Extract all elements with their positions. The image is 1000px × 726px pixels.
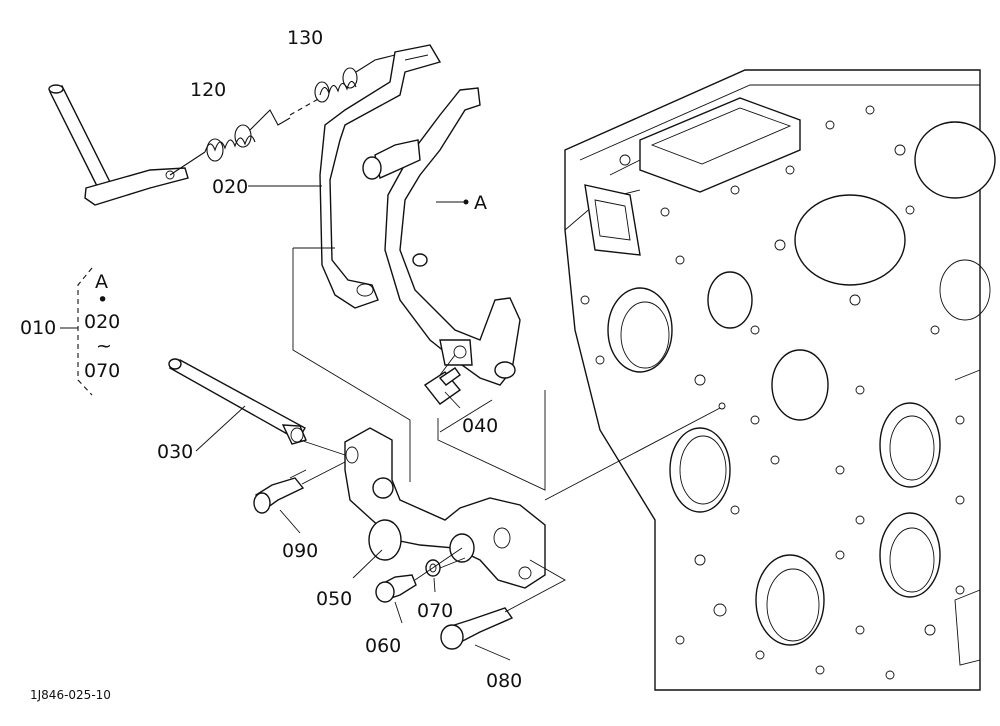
callout-040: 040: [462, 415, 498, 437]
callout-060: 060: [365, 635, 401, 657]
bracket-050: [344, 427, 546, 589]
callout-050: 050: [316, 588, 352, 610]
callout-090: 090: [282, 540, 318, 562]
callout-130: 130: [287, 27, 323, 49]
callout-020: 020: [212, 176, 248, 198]
engine-block: [564, 69, 996, 691]
callout-a: A: [474, 192, 487, 214]
callout-120: 120: [190, 79, 226, 101]
fork-lever-020: [319, 44, 442, 309]
fork-shaft-030: [168, 358, 307, 445]
bolt-080: [440, 607, 514, 650]
callout-080: 080: [486, 670, 522, 692]
bracket-line-tilde: ~: [96, 335, 112, 357]
bracket-line-020: 020: [84, 311, 120, 333]
assembly-guide-lines: [292, 247, 726, 613]
fork-lever-a: [362, 87, 521, 386]
bolt-040: [423, 367, 462, 405]
bolt-090: [253, 469, 307, 514]
callout-010: 010: [20, 317, 56, 339]
bracket-line-070: 070: [84, 360, 120, 382]
callout-leaders: [195, 185, 511, 661]
spring-130: [314, 54, 396, 103]
group-bracket-010: [60, 267, 93, 396]
bolt-060: [375, 574, 417, 603]
governor-lever-shaft: [48, 84, 189, 206]
spring-120: [169, 97, 321, 176]
callout-030: 030: [157, 441, 193, 463]
figure-code: 1J846-025-10: [30, 688, 111, 702]
callout-070: 070: [417, 600, 453, 622]
bracket-line-a: A: [95, 271, 108, 293]
bracket-line-dot: •: [97, 289, 108, 311]
